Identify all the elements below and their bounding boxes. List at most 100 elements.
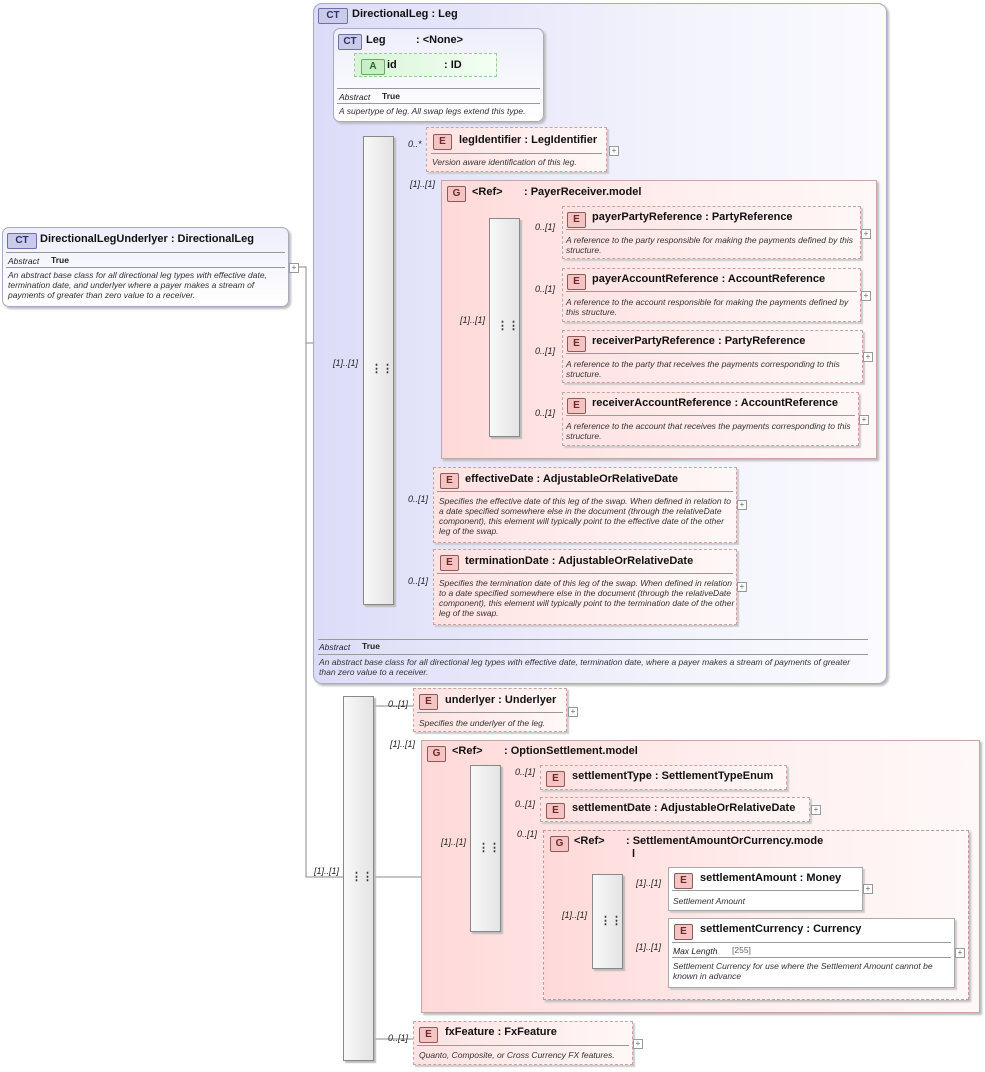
element-title: legIdentifier : LegIdentifier bbox=[459, 134, 598, 146]
element-title: effectiveDate : AdjustableOrRelativeDate bbox=[465, 473, 678, 485]
group-title: : PayerReceiver.model bbox=[524, 186, 642, 198]
element-multiplicity: 0..[1] bbox=[408, 494, 429, 504]
type-title: DirectionalLeg : Leg bbox=[352, 8, 458, 20]
expand-icon[interactable]: + bbox=[863, 352, 873, 362]
element-icon: E bbox=[440, 473, 459, 489]
element-description: Specifies the termination date of this l… bbox=[439, 578, 735, 618]
divider bbox=[417, 1045, 629, 1046]
element-underlyer[interactable]: E underlyer : Underlyer Specifies the un… bbox=[413, 688, 567, 732]
expand-icon[interactable]: + bbox=[861, 229, 871, 239]
sequence-compositor[interactable]: ⋮⋮ bbox=[592, 874, 623, 969]
element-receiver-party-reference[interactable]: E receiverPartyReference : PartyReferenc… bbox=[562, 330, 863, 383]
element-description: A reference to the party that receives t… bbox=[566, 359, 840, 379]
element-multiplicity: [1]..[1] bbox=[636, 942, 662, 952]
group-title: : SettlementAmountOrCurrency.mode bbox=[626, 835, 824, 847]
element-termination-date[interactable]: E terminationDate : AdjustableOrRelative… bbox=[433, 549, 737, 625]
group-icon: G bbox=[550, 836, 569, 852]
expand-icon[interactable]: + bbox=[737, 582, 747, 592]
expand-icon[interactable]: + bbox=[811, 805, 821, 815]
expand-icon[interactable]: + bbox=[609, 146, 619, 156]
divider bbox=[566, 229, 857, 230]
divider bbox=[6, 252, 285, 253]
directional-leg-underlyer-type[interactable]: CT DirectionalLegUnderlyer : Directional… bbox=[2, 227, 289, 307]
element-multiplicity: 0..[1] bbox=[535, 284, 556, 294]
element-settlement-date[interactable]: E settlementDate : AdjustableOrRelativeD… bbox=[540, 797, 810, 822]
attribute-id[interactable]: A id : ID bbox=[354, 53, 497, 77]
element-settlement-currency[interactable]: E settlementCurrency : Currency Max Leng… bbox=[668, 918, 955, 988]
group-icon: G bbox=[427, 746, 446, 762]
element-icon: E bbox=[674, 924, 693, 940]
sequence-multiplicity: [1]..[1] bbox=[562, 910, 588, 920]
attribute-name: id bbox=[387, 59, 397, 71]
divider bbox=[431, 153, 602, 154]
divider bbox=[337, 88, 540, 89]
divider bbox=[672, 942, 951, 943]
element-payer-account-reference[interactable]: E payerAccountReference : AccountReferen… bbox=[562, 268, 861, 322]
abstract-value: True bbox=[51, 255, 69, 265]
facet-label: Max Length bbox=[673, 946, 718, 956]
divider bbox=[417, 712, 563, 713]
expand-icon[interactable]: + bbox=[955, 948, 965, 958]
attribute-icon: A bbox=[361, 59, 385, 75]
expand-icon[interactable]: + bbox=[861, 291, 871, 301]
element-title: settlementAmount : Money bbox=[700, 872, 842, 884]
element-title: settlementCurrency : Currency bbox=[700, 923, 862, 935]
element-fx-feature[interactable]: E fxFeature : FxFeature Quanto, Composit… bbox=[413, 1021, 633, 1065]
expand-icon[interactable]: + bbox=[737, 500, 747, 510]
element-settlement-type[interactable]: E settlementType : SettlementTypeEnum bbox=[540, 765, 787, 790]
facet-value: [255] bbox=[732, 945, 751, 955]
type-description: A supertype of leg. All swap legs extend… bbox=[339, 106, 526, 116]
element-icon: E bbox=[433, 134, 452, 150]
element-settlement-amount[interactable]: E settlementAmount : Money Settlement Am… bbox=[668, 867, 863, 911]
element-multiplicity: 0..[1] bbox=[535, 346, 556, 356]
element-description: Version aware identification of this leg… bbox=[432, 157, 577, 167]
element-receiver-account-reference[interactable]: E receiverAccountReference : AccountRefe… bbox=[562, 392, 859, 446]
element-description: Settlement Amount bbox=[673, 896, 745, 906]
sequence-icon: ⋮⋮ bbox=[478, 842, 500, 854]
element-leg-identifier[interactable]: E legIdentifier : LegIdentifier Version … bbox=[426, 127, 607, 172]
element-description: Settlement Currency for use where the Se… bbox=[673, 961, 933, 981]
abstract-label: Abstract bbox=[339, 92, 371, 102]
sequence-compositor[interactable]: ⋮⋮ bbox=[489, 218, 520, 437]
sequence-compositor[interactable]: ⋮⋮ bbox=[343, 696, 374, 1061]
group-multiplicity: [1]..[1] bbox=[390, 739, 416, 749]
element-multiplicity: 0..[1] bbox=[388, 1033, 409, 1043]
complex-type-icon: CT bbox=[7, 233, 37, 249]
sequence-icon: ⋮⋮ bbox=[351, 871, 373, 883]
type-base: : <None> bbox=[416, 34, 464, 46]
element-title: payerPartyReference : PartyReference bbox=[592, 211, 793, 223]
divider bbox=[6, 267, 285, 268]
abstract-label: Abstract bbox=[8, 256, 40, 266]
element-icon: E bbox=[546, 771, 565, 787]
divider bbox=[566, 291, 857, 292]
complex-type-icon: CT bbox=[318, 8, 348, 24]
sequence-compositor[interactable]: ⋮⋮ bbox=[470, 765, 501, 932]
sequence-multiplicity: [1]..[1] bbox=[314, 866, 340, 876]
element-title: receiverPartyReference : PartyReference bbox=[592, 335, 806, 347]
group-multiplicity: 0..[1] bbox=[517, 829, 538, 839]
divider bbox=[437, 491, 733, 492]
expand-icon[interactable]: + bbox=[289, 263, 299, 273]
sequence-multiplicity: [1]..[1] bbox=[460, 315, 486, 325]
element-multiplicity: [1]..[1] bbox=[636, 878, 662, 888]
element-title: settlementType : SettlementTypeEnum bbox=[572, 770, 774, 782]
element-icon: E bbox=[419, 694, 438, 710]
element-payer-party-reference[interactable]: E payerPartyReference : PartyReference A… bbox=[562, 206, 861, 259]
expand-icon[interactable]: + bbox=[863, 884, 873, 894]
leg-type[interactable]: CT Leg : <None> A id : ID Abstract True … bbox=[333, 28, 544, 122]
expand-icon[interactable]: + bbox=[568, 707, 578, 717]
group-ref: <Ref> bbox=[452, 745, 483, 757]
divider bbox=[318, 654, 868, 655]
element-effective-date[interactable]: E effectiveDate : AdjustableOrRelativeDa… bbox=[433, 467, 737, 543]
element-description: Specifies the underlyer of the leg. bbox=[419, 718, 546, 728]
divider bbox=[337, 103, 540, 104]
element-icon: E bbox=[546, 803, 565, 819]
sequence-compositor[interactable]: ⋮⋮ bbox=[363, 136, 394, 605]
element-icon: E bbox=[567, 274, 586, 290]
abstract-value: True bbox=[362, 641, 380, 651]
element-icon: E bbox=[567, 398, 586, 414]
expand-icon[interactable]: + bbox=[859, 415, 869, 425]
divider bbox=[318, 639, 868, 640]
expand-icon[interactable]: + bbox=[633, 1039, 643, 1049]
sequence-multiplicity: [1]..[1] bbox=[441, 837, 467, 847]
